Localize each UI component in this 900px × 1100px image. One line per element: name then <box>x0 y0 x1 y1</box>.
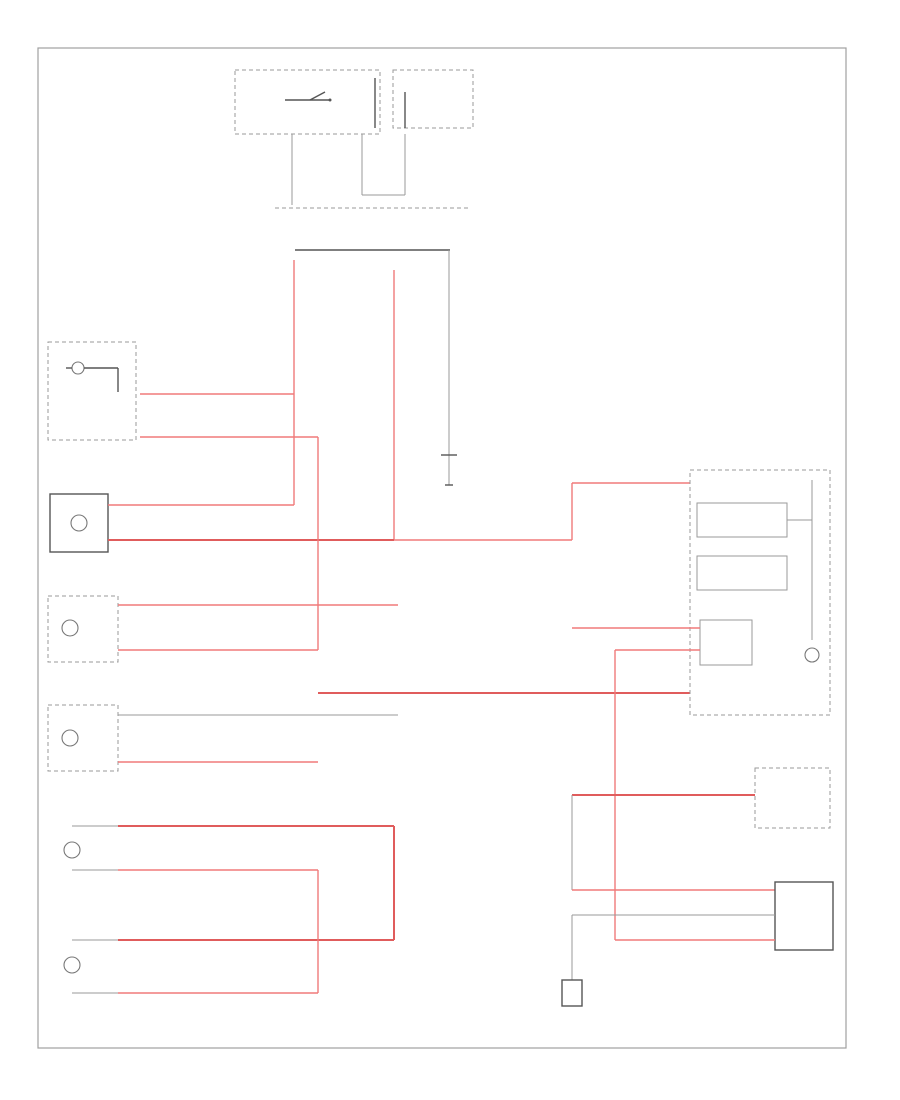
lamp-3 <box>47 704 119 772</box>
ignition-switch-block <box>234 69 381 135</box>
heater-control-panel <box>47 341 137 441</box>
lamp-1 <box>49 493 109 553</box>
gauge-assembly <box>689 469 831 716</box>
diagram-frame <box>37 47 847 1049</box>
under-dash-fuse-box <box>392 69 474 129</box>
right-lower-unit <box>774 881 834 951</box>
ground-2 <box>561 915 583 1007</box>
under-hood-fuse-box <box>275 207 470 251</box>
right-module <box>754 767 831 829</box>
lamp-4 <box>63 825 118 871</box>
lamp-5 <box>63 939 118 994</box>
lamp-2 <box>47 595 119 663</box>
